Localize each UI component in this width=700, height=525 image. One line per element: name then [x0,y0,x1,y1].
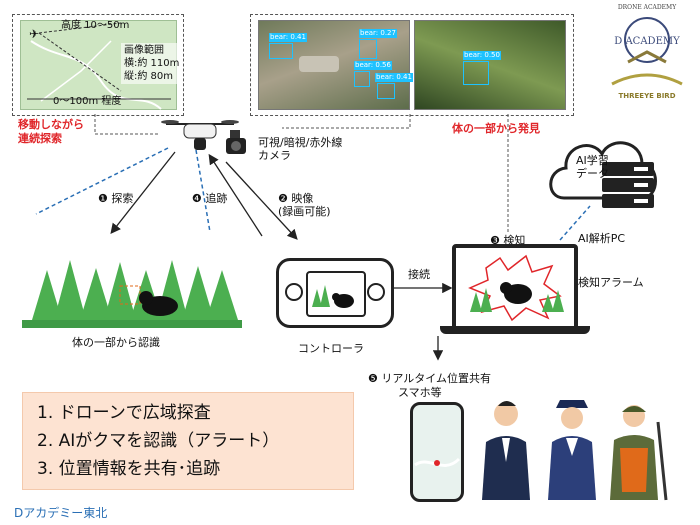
controller-screen [306,271,366,317]
camera-label-line2: カメラ [258,149,291,162]
step-4-label: ❹ 追跡 [192,192,228,205]
camera-icon [226,130,246,154]
range-vertical: 縦:約 80m [124,71,174,82]
step-2-line1: ❷ 映像 [278,192,314,205]
footer-text: Dアカデミー東北 [14,506,108,520]
left-caption-line1: 移動しながら [18,118,84,131]
ai-pc-label: AI解析PC [578,232,626,245]
distance-text: 0～100m 程度 [53,96,122,107]
drone-icon [161,120,239,150]
camera-label: 可視/暗視/赤外線 カメラ [258,136,342,162]
range-box: 画像範囲 横:約 110m 縦:約 80m [121,43,183,84]
bbox-2 [359,39,377,59]
logo-wing-icon [611,73,683,86]
people-illustration [482,400,668,501]
table-shape [299,56,339,72]
summary-item-3: 3. 位置情報を共有･追跡 [37,459,221,479]
alarm-label: 検知アラーム [578,276,644,289]
detection-photo-2: bear: 0.50 [414,20,566,110]
smartphone-map [414,457,461,467]
laptop-base [440,326,590,334]
laptop-screen-scene [468,254,564,322]
step-2-label: ❷ 映像 (録画可能) [278,192,331,218]
step-1-label: ❶ 探索 [98,192,134,205]
bbox-4 [377,83,395,99]
ai-data-label: AI学習 データ [576,154,609,180]
connect-label: 接続 [408,268,430,281]
step-2-line2: (録画可能) [278,205,331,218]
person-suit [482,401,530,500]
detection-photo-1: bear: 0.41 bear: 0.27 bear: 0.56 bear: 0… [258,20,413,110]
camera-label-line1: 可視/暗視/赤外線 [258,136,343,149]
summary-item-2: 2. AIがクマを認識（アラート） [37,431,280,451]
controller-caption: コントローラ [298,342,364,355]
left-caption-line2: 連続探索 [18,132,62,145]
ai-data-line1: AI学習 [576,154,609,167]
bbox-3 [354,71,370,87]
person-hunter [610,405,668,501]
person-police [548,400,596,500]
bbox-1 [269,43,293,59]
svg-text:D ACADEMY: D ACADEMY [614,36,680,47]
smartphone-label: スマホ等 [398,386,442,399]
map-panel: ✈ 高度 10～50m 画像範囲 横:約 110m 縦:約 80m 0～100m… [20,20,183,110]
controller [276,258,394,328]
controller-stick-right [367,283,385,301]
step-5-label: ❺ リアルタイム位置共有 [368,372,492,385]
controller-stick-left [285,283,303,301]
summary-list: 1. ドローンで広域探査 2. AIがクマを認識（アラート） 3. 位置情報を共… [23,399,353,483]
smartphone [410,402,464,502]
summary-item-1: 1. ドローンで広域探査 [37,403,211,423]
detection-caption: 体の一部から発見 [452,122,540,135]
step-3-label: ❸ 検知 [490,234,526,247]
logo-top-text: DRONE ACADEMY [617,4,677,11]
map-panel-frame [12,14,184,116]
range-horizontal: 横:約 110m [124,58,180,69]
bbox-label-4: bear: 0.41 [375,73,413,82]
bbox-label-2: bear: 0.27 [359,29,397,38]
forest-illustration [22,260,242,328]
bbox-label-1: bear: 0.41 [269,33,307,42]
map-overlay [27,22,171,110]
logo-emblem: D ACADEMY [614,17,680,64]
logo-bottom-text: THREEYE BIRD [618,92,676,100]
detection-photos-frame [250,14,574,116]
forest-caption: 体の一部から認識 [72,336,160,349]
controller-screen-scene [312,285,354,308]
bbox-label-5: bear: 0.50 [463,51,501,60]
laptop-screen [452,244,578,330]
ai-data-line2: データ [576,167,609,180]
logo: DRONE ACADEMY D ACADEMY THREEYE BIRD [598,4,696,104]
left-caption: 移動しながら 連続探索 [18,118,84,146]
mini-drone-icon: ✈ [29,27,40,41]
cloud-server-icon [549,141,657,208]
bbox-label-3: bear: 0.56 [354,61,392,70]
summary-box: 1. ドローンで広域探査 2. AIがクマを認識（アラート） 3. 位置情報を共… [22,392,354,490]
range-title: 画像範囲 [124,45,164,56]
bbox-5 [463,61,489,85]
altitude-text: 高度 10～50m [61,20,130,31]
